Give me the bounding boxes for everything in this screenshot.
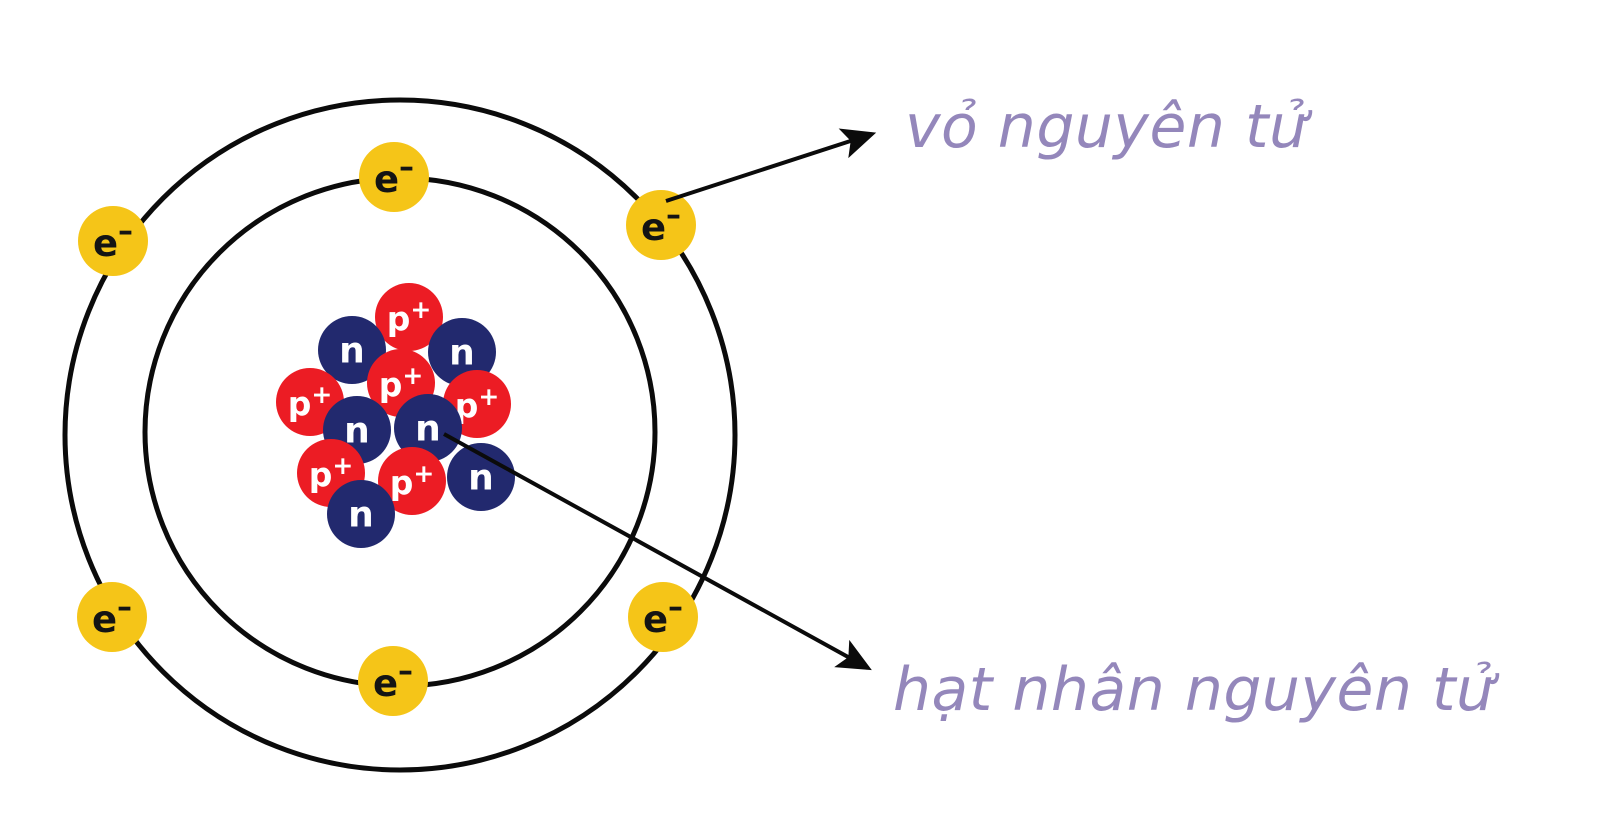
particle-label: n — [468, 458, 494, 499]
electron-circle — [78, 206, 148, 276]
callout-label-atomic-shell: vỏ nguyên tử — [905, 92, 1308, 162]
outer-electron-shell — [62, 97, 738, 773]
electron-inner-shell: e– — [359, 142, 429, 212]
neutron-particle: n — [428, 318, 496, 386]
electron-outer-shell: e– — [77, 582, 147, 652]
neutron-circle — [327, 480, 395, 548]
particle-label: n — [339, 331, 365, 372]
electron-outer-shell: e– — [628, 582, 698, 652]
neutron-particle: n — [318, 316, 386, 384]
particle-label: p+ — [390, 459, 435, 502]
neutron-circle — [447, 443, 515, 511]
particle-label: p+ — [455, 382, 500, 425]
callout-shell-arrow — [665, 128, 877, 203]
neutron-circle — [428, 318, 496, 386]
proton-particle: p+ — [375, 283, 443, 351]
neutron-circle — [318, 316, 386, 384]
electron-circle — [358, 646, 428, 716]
neutron-particle: n — [447, 443, 515, 511]
callout-arrows — [443, 128, 877, 671]
electron-outer-shell: e– — [78, 206, 148, 276]
electron-circle — [628, 582, 698, 652]
particle-label: n — [415, 409, 441, 450]
neutron-particle: n — [394, 394, 462, 462]
neutron-particle: n — [327, 480, 395, 548]
electron-circle — [626, 190, 696, 260]
electron-label: e– — [643, 590, 683, 641]
particle-label: p+ — [309, 451, 354, 494]
electron-circle — [359, 142, 429, 212]
electron-label: e– — [374, 150, 414, 201]
electron-circle — [77, 582, 147, 652]
callout-nucleus-arrow — [443, 432, 872, 671]
particle-label: p+ — [387, 295, 432, 338]
callout-label-atomic-nucleus: hạt nhân nguyên tử — [893, 655, 1495, 725]
proton-circle — [378, 447, 446, 515]
electron-label: e– — [93, 214, 133, 265]
particle-label: n — [348, 495, 374, 536]
electrons: e– e– e– e– e– e– — [77, 142, 698, 716]
particle-label: p+ — [379, 361, 424, 404]
electron-outer-shell: e– — [626, 190, 696, 260]
proton-circle — [375, 283, 443, 351]
particle-label: p+ — [288, 380, 333, 423]
neutron-circle — [394, 394, 462, 462]
electron-inner-shell: e– — [358, 646, 428, 716]
proton-particle: p+ — [378, 447, 446, 515]
particle-label: n — [449, 333, 475, 374]
electron-label: e– — [92, 590, 132, 641]
electron-label: e– — [641, 198, 681, 249]
electron-label: e– — [373, 654, 413, 705]
